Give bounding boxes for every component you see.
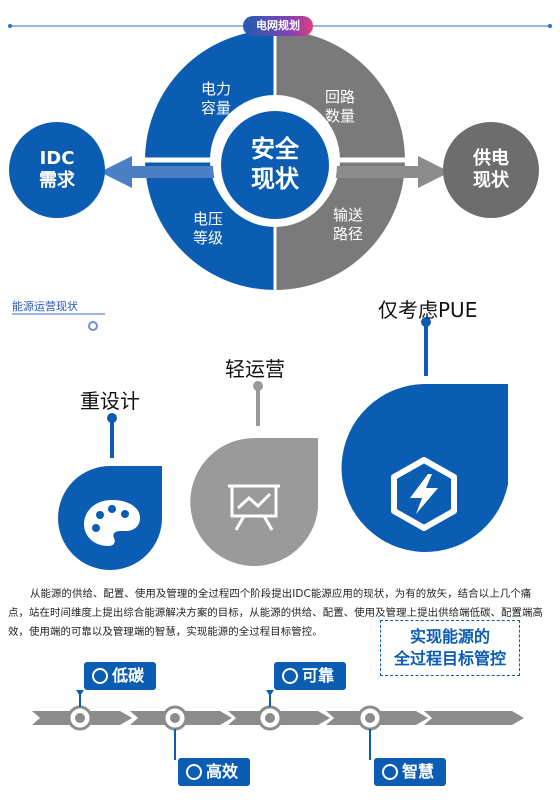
bulb-icon xyxy=(382,764,398,780)
tag-smart: 智慧 xyxy=(374,758,446,786)
right-arrow xyxy=(330,156,450,188)
target-icon xyxy=(186,764,202,780)
timeline-nodes xyxy=(67,705,383,731)
presentation-chart-icon xyxy=(228,484,280,531)
drop-pue xyxy=(341,384,508,552)
lightning-hexagon-icon xyxy=(391,457,457,531)
step-label-pue: 仅考虑PUE xyxy=(378,298,478,322)
description-paragraph: 从能源的供给、配置、使用及管理的全过程四个阶段提出IDC能源应用的现状，为有的放… xyxy=(8,588,544,638)
section-label: 能源运营现状 xyxy=(12,300,78,313)
left-arrow xyxy=(100,156,220,188)
ring-right-half xyxy=(275,30,405,290)
power-status-label: 供电现状 xyxy=(473,148,509,191)
grid-planning-tag: 电网规划 xyxy=(243,16,313,36)
ring-left-half xyxy=(145,30,275,290)
tag-high-efficiency: 高效 xyxy=(178,758,250,786)
segment-loop-count: 回路数量 xyxy=(324,88,355,125)
segment-voltage-level: 电压等级 xyxy=(192,210,223,247)
leaf-icon xyxy=(92,668,108,684)
segment-power-capacity: 电力容量 xyxy=(200,80,231,117)
power-status-bubble xyxy=(443,122,539,218)
idc-demand-bubble xyxy=(9,122,105,218)
goal-box: 实现能源的 全过程目标管控 xyxy=(380,620,520,676)
step-label-operation: 轻运营 xyxy=(225,357,285,381)
center-safety-status: 安全现状 xyxy=(251,135,299,193)
palette-icon xyxy=(84,500,140,546)
tag-reliable: 可靠 xyxy=(274,662,346,690)
tag-low-carbon: 低碳 xyxy=(84,662,156,690)
segment-transmission-path: 输送路径 xyxy=(332,206,363,243)
step-label-design: 重设计 xyxy=(80,389,140,413)
medal-icon xyxy=(282,668,298,684)
